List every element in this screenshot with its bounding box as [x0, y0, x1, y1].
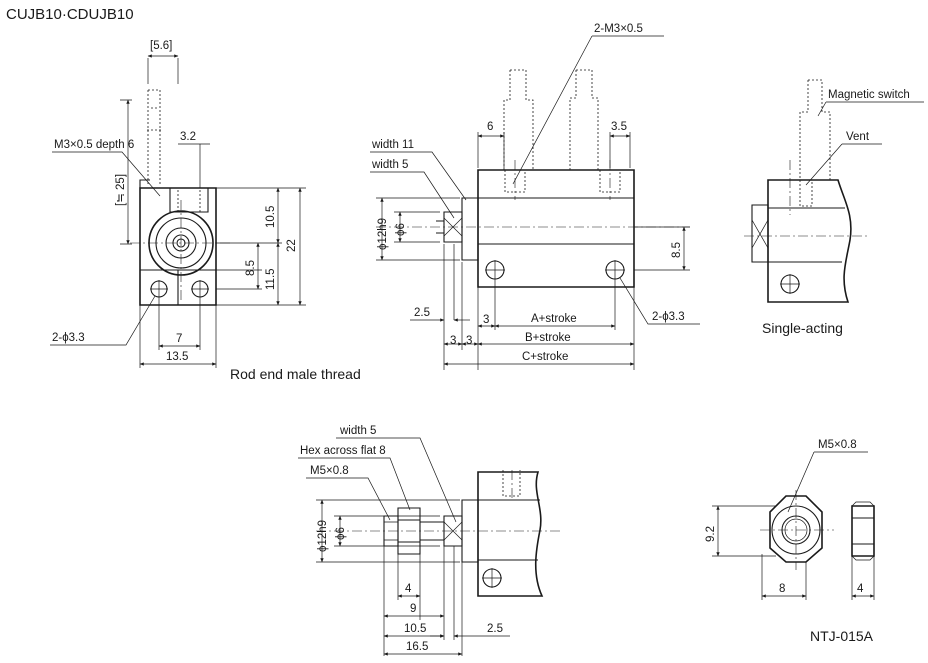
rod-thread: M5×0.8 — [310, 465, 349, 477]
dim-5-6: [5.6] — [150, 40, 172, 52]
rod-dim-9: 9 — [410, 603, 416, 615]
dim-7: 7 — [176, 333, 182, 345]
dim-11-5: 11.5 — [265, 268, 277, 290]
tap-label: M3×0.5 depth 6 — [54, 139, 134, 151]
dim-8-5: 8.5 — [245, 260, 257, 276]
dim-2-5: 2.5 — [414, 307, 430, 319]
dim-8-5-front: 8.5 — [671, 242, 683, 258]
front-tap-label: 2-M3×0.5 — [594, 23, 643, 35]
rod-dim-4: 4 — [405, 583, 412, 595]
b-stroke: B+stroke — [525, 332, 571, 344]
magnetic-switch-label: Magnetic switch — [828, 89, 910, 101]
c-stroke: C+stroke — [522, 351, 568, 363]
rod-dim-16-5: 16.5 — [406, 641, 428, 653]
nut-view: M5×0.8 9.2 8 4 — [705, 439, 875, 600]
dia-6: ϕ6 — [395, 223, 407, 236]
rod-width-5: width 5 — [339, 425, 376, 437]
rod-dia-6: ϕ6 — [335, 527, 347, 540]
dim-3-b: 3 — [450, 335, 456, 347]
side-holes-label: 2-ϕ3.3 — [52, 332, 85, 344]
dia-12h9: ϕ12h9 — [377, 218, 389, 250]
dim-3-c: 3 — [466, 335, 472, 347]
rod-dia-12h9: ϕ12h9 — [317, 520, 329, 552]
dim-22: 22 — [286, 239, 298, 252]
dim-3-5: 3.5 — [611, 121, 627, 133]
single-acting-view: Magnetic switch Vent — [744, 79, 924, 303]
caption-rod-end: Rod end male thread — [230, 366, 361, 382]
drawing-title: CUJB10·CDUJB10 — [6, 6, 134, 23]
front-view: 6 3.5 2-M3×0.5 width 11 width 5 ϕ12h9 ϕ6… — [370, 23, 700, 370]
drawing-code: NTJ-015A — [810, 628, 874, 644]
dim-6: 6 — [487, 121, 493, 133]
hex-flat-label: Hex across flat 8 — [300, 445, 386, 457]
rod-dim-2-5: 2.5 — [487, 623, 503, 635]
dim-25: [≒ 25] — [115, 174, 127, 206]
a-stroke: A+stroke — [531, 313, 577, 325]
nut-dim-4: 4 — [857, 583, 864, 595]
front-holes-label: 2-ϕ3.3 — [652, 311, 685, 323]
rod-end-view: width 5 Hex across flat 8 M5×0.8 ϕ12h9 ϕ… — [298, 425, 560, 656]
width-11-label: width 11 — [371, 139, 414, 151]
side-view: [5.6] 3.2 M3×0.5 depth 6 [≒ 25] 10.5 22 … — [50, 40, 306, 368]
caption-single-acting: Single-acting — [762, 320, 843, 336]
width-5-label: width 5 — [371, 159, 408, 171]
dim-13-5: 13.5 — [166, 351, 188, 363]
dim-3-2: 3.2 — [180, 131, 196, 143]
vent-label: Vent — [846, 131, 870, 143]
dim-3-a: 3 — [483, 314, 489, 326]
nut-dim-9-2: 9.2 — [705, 526, 717, 542]
rod-dim-10-5: 10.5 — [404, 623, 426, 635]
dim-10-5: 10.5 — [265, 206, 277, 228]
nut-dim-8: 8 — [779, 583, 785, 595]
nut-thread: M5×0.8 — [818, 439, 857, 451]
